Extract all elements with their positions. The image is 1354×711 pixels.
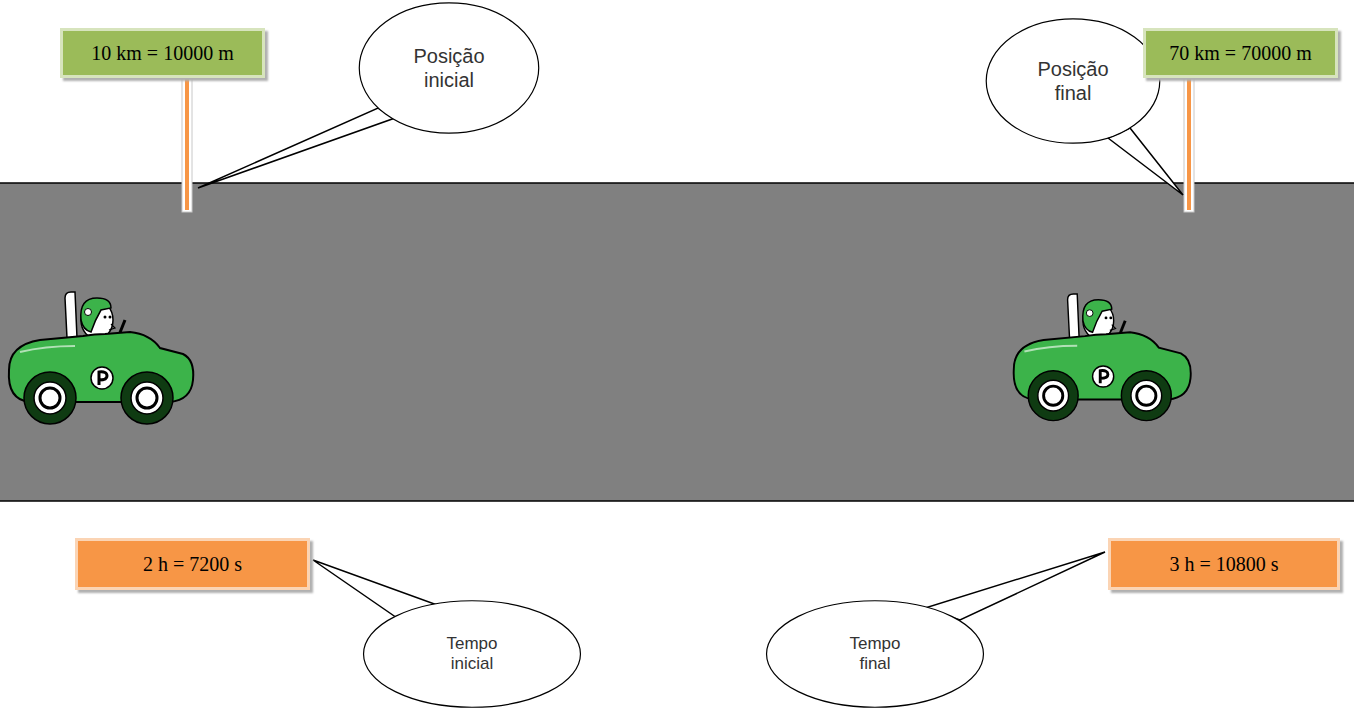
box-label: 70 km = 70000 m [1169,42,1311,65]
callout-bubble: Tempo inicial [362,600,582,708]
callout-text: Posição inicial [399,44,499,92]
time-box: 2 h = 7200 s [75,538,310,590]
callout-bubble: Posição final [985,18,1161,144]
callout-bubble: Tempo final [765,600,985,708]
sign-post [182,76,192,212]
callout-text: Tempo inicial [431,634,513,675]
callout-text: Tempo final [834,634,916,675]
car [1014,294,1191,421]
box-label: 3 h = 10800 s [1169,553,1278,576]
road-edge [0,500,1354,502]
box-label: 10 km = 10000 m [91,42,233,65]
bubble-outline [985,18,1161,144]
road [0,183,1354,501]
callout-tail [1108,128,1183,195]
road-edge [0,182,1354,184]
box-label: 2 h = 7200 s [143,553,242,576]
callout-tail [198,108,395,188]
car [9,292,193,424]
callout-text: Posição final [1023,57,1123,105]
position-sign: 70 km = 70000 m [1143,28,1338,78]
position-sign: 10 km = 10000 m [60,28,265,78]
callout-bubble: Posição inicial [358,2,540,134]
callout-tail [925,552,1105,620]
sign-post [1184,76,1194,212]
time-box: 3 h = 10800 s [1108,538,1340,590]
bubble-outline [358,2,540,134]
